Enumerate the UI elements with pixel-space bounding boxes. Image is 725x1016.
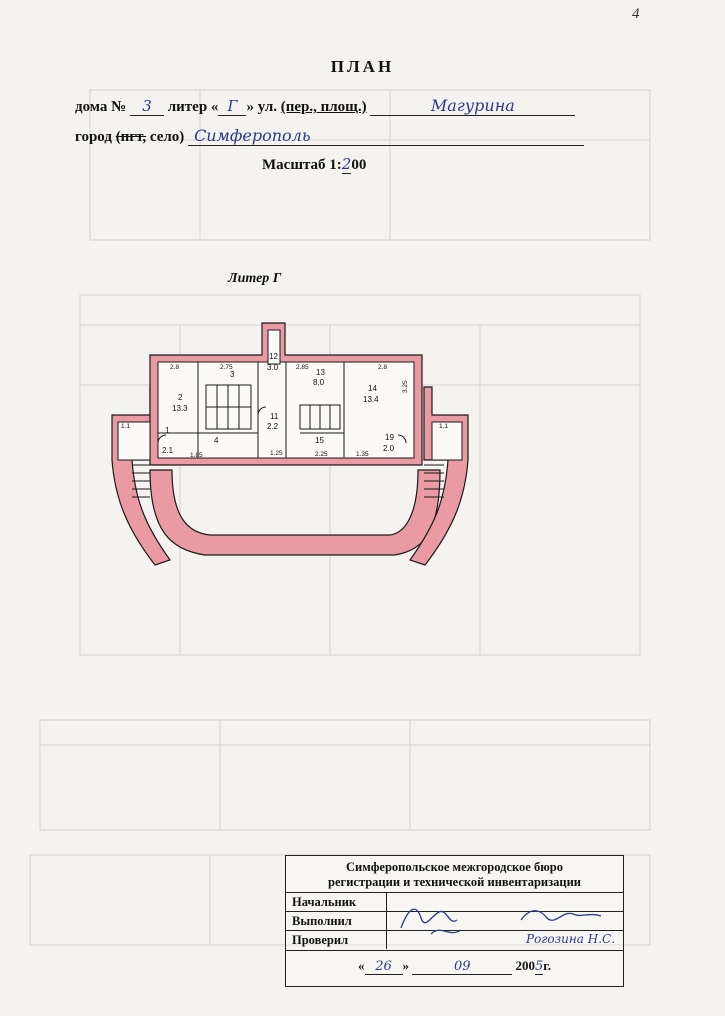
- svg-text:2.25: 2.25: [315, 451, 328, 458]
- stamp-organization: Симферопольское межгородское бюро регист…: [286, 860, 623, 890]
- room-11-label: 11: [270, 412, 279, 421]
- room-1-area: 2.1: [162, 446, 174, 455]
- room-14-area: 13.4: [363, 395, 379, 404]
- walls: [111, 322, 469, 566]
- stamp-checked-label: Проверил: [292, 933, 349, 947]
- stamp-head-label: Начальник: [292, 895, 357, 909]
- city-prefix: город: [75, 129, 112, 145]
- svg-text:1.1: 1.1: [439, 423, 448, 430]
- scale-prefix: Масштаб 1:: [262, 157, 342, 173]
- room-15-label: 15: [315, 436, 324, 445]
- svg-text:3.25: 3.25: [402, 380, 409, 393]
- registration-stamp: Симферопольское межгородское бюро регист…: [285, 855, 624, 987]
- liter-prefix: литер «: [167, 99, 219, 115]
- house-prefix: дома №: [75, 99, 127, 115]
- scale-line: Масштаб 1:200: [262, 155, 366, 174]
- svg-text:1.25: 1.25: [270, 450, 283, 457]
- date-year-prefix: 200: [515, 958, 536, 973]
- stamp-date: «26» 09 2005г.: [358, 958, 551, 975]
- scale-digit: 2: [341, 155, 352, 174]
- stamp-performed-label: Выполнил: [292, 914, 352, 928]
- address-line-house: дома № 3 литер «Г» ул. (пер., площ.) Маг…: [75, 96, 576, 116]
- room-13-area: 8.0: [313, 378, 325, 387]
- date-day: 26: [364, 959, 403, 975]
- signatures: [400, 908, 602, 935]
- floorplan-label: Литер Г: [228, 271, 282, 286]
- date-year-digit: 5: [535, 959, 544, 975]
- svg-text:2.8: 2.8: [378, 364, 387, 371]
- address-line-city: город (пгт, село) Симферополь: [75, 126, 585, 146]
- room-2-label: 2: [178, 393, 183, 402]
- stamp-org-line2: регистрации и технической инвентаризации: [328, 875, 581, 889]
- house-number: 3: [130, 97, 164, 116]
- stamp-row-performed: Выполнил: [286, 911, 623, 931]
- city-type-struck: (пгт,: [115, 129, 147, 145]
- stamp-checker-name: Рогозина Н.С.: [526, 932, 616, 946]
- room-19-area: 2.0: [383, 444, 395, 453]
- svg-text:2.85: 2.85: [296, 364, 309, 371]
- room-labels: 1 2.1 2 13.3 3 4 11 2.2 12 3.0 13 8.0 14…: [162, 352, 395, 455]
- liter-value: Г: [218, 97, 247, 116]
- svg-text:2.8: 2.8: [170, 364, 179, 371]
- room-12-label: 12: [269, 352, 278, 361]
- document-title: ПЛАН: [330, 57, 395, 76]
- interior-partitions: [132, 362, 444, 498]
- city-name: Симферополь: [188, 126, 585, 146]
- room-14-label: 14: [368, 384, 377, 393]
- liter-suffix: » ул.: [246, 99, 277, 115]
- room-12-area: 3.0: [267, 363, 279, 372]
- floor-plan: 1 2.1 2 13.3 3 4 11 2.2 12 3.0 13 8.0 14…: [111, 322, 469, 566]
- svg-text:1.35: 1.35: [356, 451, 369, 458]
- city-type-rest: село): [149, 129, 185, 145]
- room-11-area: 2.2: [267, 422, 279, 431]
- room-4-label: 4: [214, 436, 219, 445]
- room-1-label: 1: [165, 426, 170, 435]
- dimension-labels: 2.8 2.75 2.85 2.8 1.1 1.85 1.25 2.25 1.3…: [121, 364, 448, 459]
- svg-text:2.75: 2.75: [220, 364, 233, 371]
- room-19-label: 19: [385, 433, 394, 442]
- date-year-suffix: г.: [543, 958, 551, 973]
- street-name: Магурина: [370, 96, 576, 116]
- scale-suffix: 00: [351, 157, 367, 173]
- street-type: (пер., площ.): [280, 99, 367, 115]
- room-13-label: 13: [316, 368, 325, 377]
- svg-text:1.1: 1.1: [121, 423, 130, 430]
- stamp-divider: [386, 892, 387, 949]
- stamp-row-head: Начальник: [286, 892, 623, 912]
- stamp-row-checked: Проверил Рогозина Н.С.: [286, 930, 623, 951]
- room-3-label: 3: [230, 370, 235, 379]
- date-month: 09: [412, 959, 513, 975]
- page-number: 4: [632, 6, 640, 22]
- stamp-org-line1: Симферопольское межгородское бюро: [346, 860, 563, 874]
- room-2-area: 13.3: [172, 404, 188, 413]
- svg-text:1.85: 1.85: [190, 452, 203, 459]
